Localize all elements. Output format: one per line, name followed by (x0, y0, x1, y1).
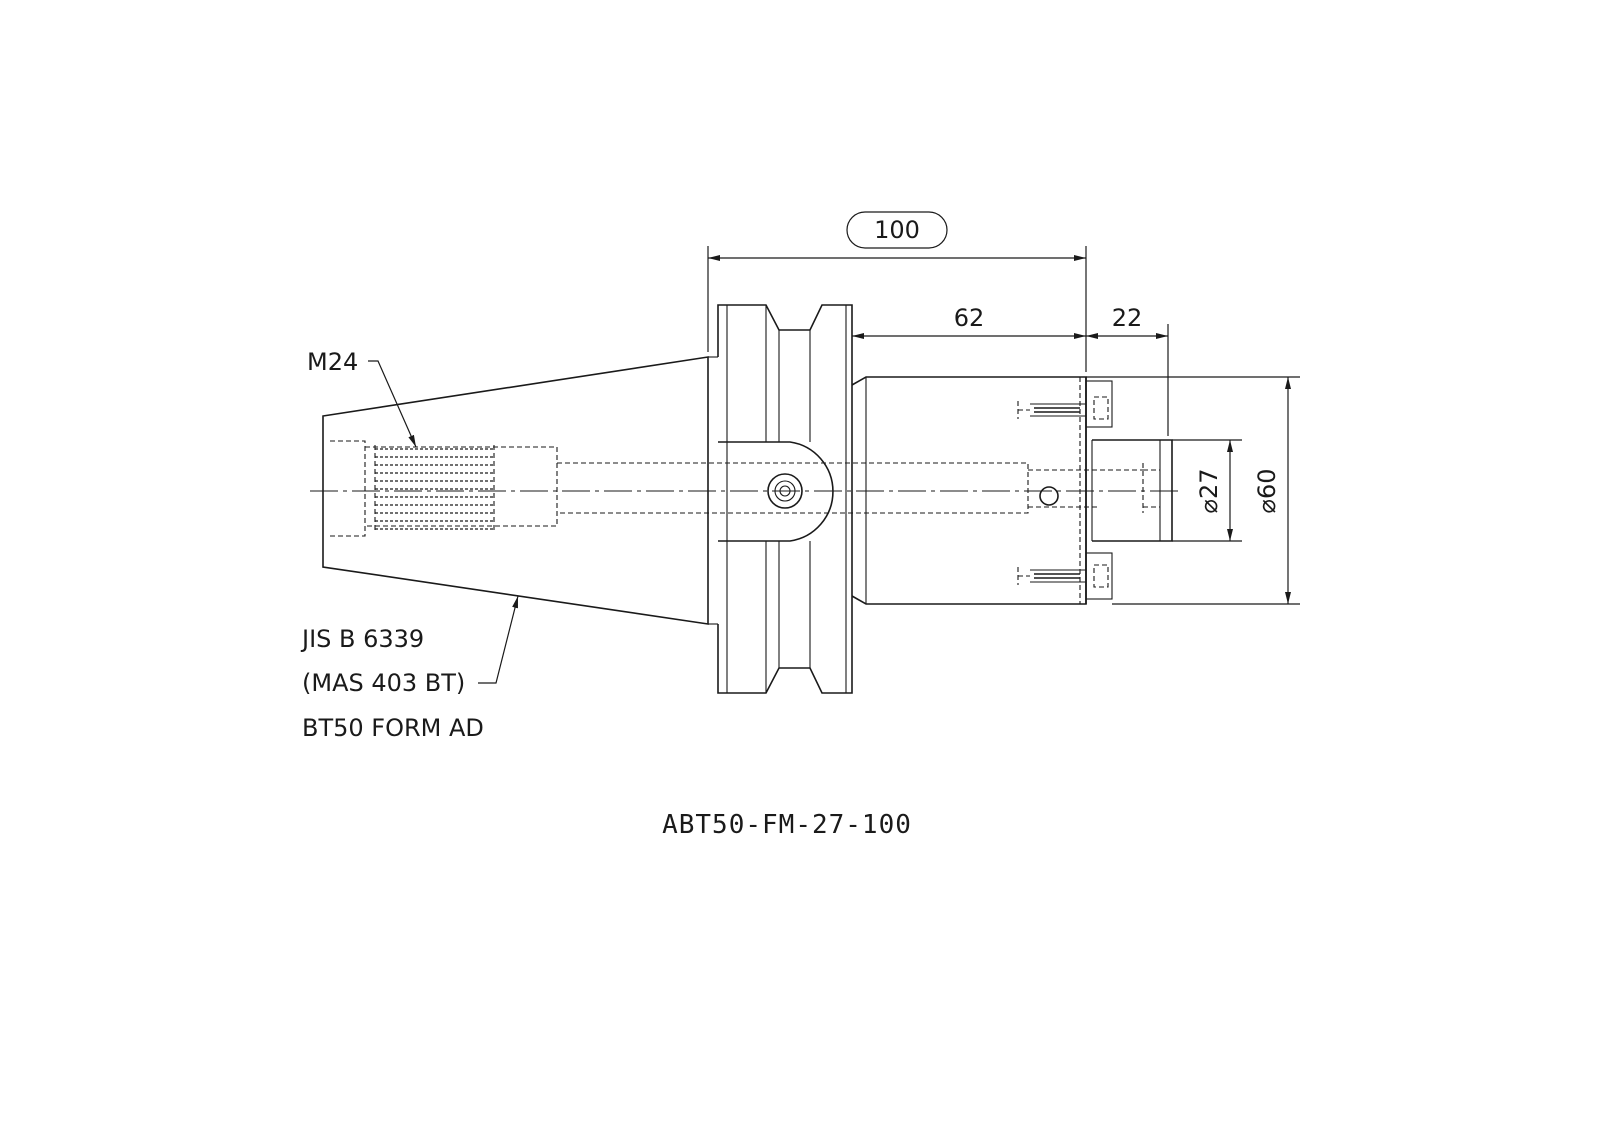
dim-body-length: 62 (852, 304, 1086, 339)
dim-spigot-length-text: 22 (1112, 304, 1143, 332)
standard-line3: BT50 FORM AD (302, 714, 484, 742)
internal-bore-hidden (330, 440, 1100, 537)
thread-callout-text: M24 (307, 348, 358, 376)
dim-body-length-text: 62 (954, 304, 985, 332)
lower-clamp-screw (1017, 552, 1113, 600)
dim-body-diameter-text: ⌀60 (1253, 469, 1281, 514)
dim-overall-length: 100 (707, 211, 1087, 372)
thread-callout: M24 (307, 348, 417, 448)
dim-pilot-diameter-text: ⌀27 (1195, 469, 1223, 514)
part-number: ABT50-FM-27-100 (662, 810, 912, 840)
flange (717, 304, 853, 694)
dim-body-diameter: ⌀60 (1086, 376, 1300, 605)
taper-shank (322, 356, 718, 625)
upper-clamp-screw (1017, 380, 1113, 428)
dim-pilot-diameter: ⌀27 (1172, 439, 1242, 542)
dim-overall-length-text: 100 (874, 216, 920, 244)
dim-spigot-length: 22 (1086, 304, 1169, 436)
thread-hatch (374, 445, 495, 533)
standard-callout: JIS B 6339 (MAS 403 BT) BT50 FORM AD (300, 595, 519, 742)
coolant-hole (1039, 486, 1059, 506)
standard-line1: JIS B 6339 (300, 625, 424, 653)
standard-line2: (MAS 403 BT) (302, 669, 465, 697)
